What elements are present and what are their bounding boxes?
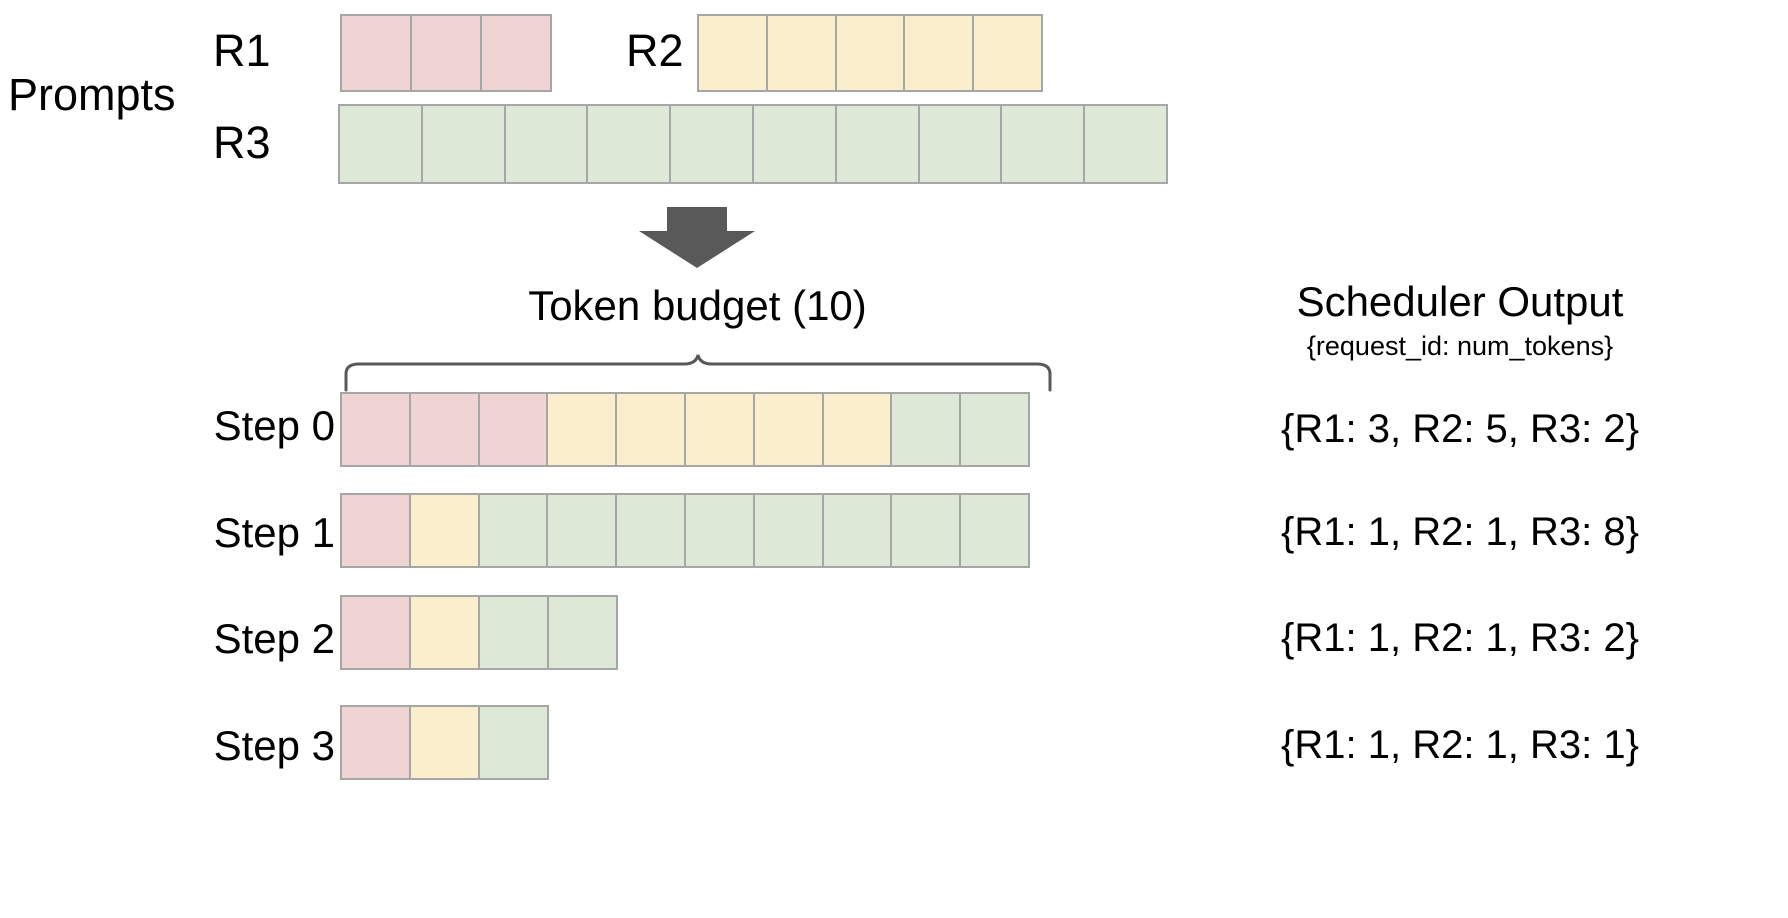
scheduler-output-2: {R1: 1, R2: 1, R3: 2} [1281, 616, 1639, 660]
token-cell-r1 [340, 595, 411, 670]
token-cell-r3 [890, 493, 962, 568]
token-cell-r3 [959, 493, 1030, 568]
token-cell-r3 [959, 392, 1030, 467]
scheduler-output-title: Scheduler Output [1296, 278, 1624, 325]
token-cell-r2 [683, 392, 755, 467]
token-cell-r3 [917, 104, 1003, 184]
token-cell-r3 [615, 493, 686, 568]
token-cell-r3 [890, 392, 962, 467]
step-label-1: Step 1 [213, 509, 335, 556]
scheduler-output-0: {R1: 3, R2: 5, R3: 2} [1281, 407, 1639, 451]
prompt-row-r1 [340, 14, 556, 92]
token-cell-r3 [751, 104, 837, 184]
prompt-row-r2 [697, 14, 1051, 92]
step-label-2: Step 2 [213, 615, 335, 662]
token-cell-r2 [821, 392, 893, 467]
step-row-0 [340, 392, 1048, 467]
token-cell-r3 [586, 104, 672, 184]
token-cell-r1 [477, 392, 549, 467]
prompt-label-r3: R3 [213, 117, 271, 168]
token-cell-r2 [546, 392, 618, 467]
token-cell-r3 [683, 493, 755, 568]
token-cell-r2 [697, 14, 768, 92]
scheduler-output-3: {R1: 1, R2: 1, R3: 1} [1281, 723, 1639, 767]
token-cell-r1 [409, 14, 482, 92]
token-cell-r3 [547, 595, 618, 670]
token-cell-r2 [834, 14, 906, 92]
token-cell-r3 [821, 493, 893, 568]
token-cell-r2 [615, 392, 686, 467]
token-cell-r3 [478, 595, 549, 670]
prompt-label-r1: R1 [213, 25, 271, 76]
prompts-section-label: Prompts [8, 69, 176, 120]
token-cell-r2 [765, 14, 837, 92]
token-cell-r3 [834, 104, 920, 184]
token-cell-r2 [408, 705, 480, 780]
token-cell-r3 [1083, 104, 1168, 184]
scheduler-output-subtitle: {request_id: num_tokens} [1306, 331, 1614, 361]
token-cell-r3 [546, 493, 618, 568]
step-row-1 [340, 493, 1048, 568]
token-cell-r3 [420, 104, 506, 184]
step-label-3: Step 3 [213, 722, 335, 769]
token-cell-r3 [752, 493, 824, 568]
token-cell-r2 [972, 14, 1043, 92]
token-cell-r3 [669, 104, 754, 184]
curly-brace-icon [343, 352, 1053, 392]
token-cell-r2 [903, 14, 975, 92]
token-cell-r1 [408, 392, 480, 467]
scheduler-output-1: {R1: 1, R2: 1, R3: 8} [1281, 510, 1639, 554]
token-cell-r3 [338, 104, 423, 184]
token-cell-r1 [340, 705, 411, 780]
step-row-2 [340, 595, 624, 670]
down-arrow-icon [637, 207, 757, 269]
token-cell-r1 [340, 14, 412, 92]
step-label-0: Step 0 [213, 402, 335, 449]
token-cell-r3 [503, 104, 589, 184]
token-cell-r3 [477, 493, 549, 568]
token-cell-r1 [479, 14, 552, 92]
token-cell-r3 [477, 705, 549, 780]
token-cell-r1 [340, 392, 411, 467]
token-cell-r3 [1000, 104, 1086, 184]
token-cell-r1 [340, 493, 411, 568]
token-cell-r2 [409, 595, 480, 670]
step-row-3 [340, 705, 553, 780]
token-cell-r2 [752, 392, 824, 467]
prompt-label-r2: R2 [626, 25, 684, 76]
prompt-row-r3 [338, 104, 1186, 184]
token-cell-r2 [408, 493, 480, 568]
token-budget-label: Token budget (10) [528, 282, 867, 329]
